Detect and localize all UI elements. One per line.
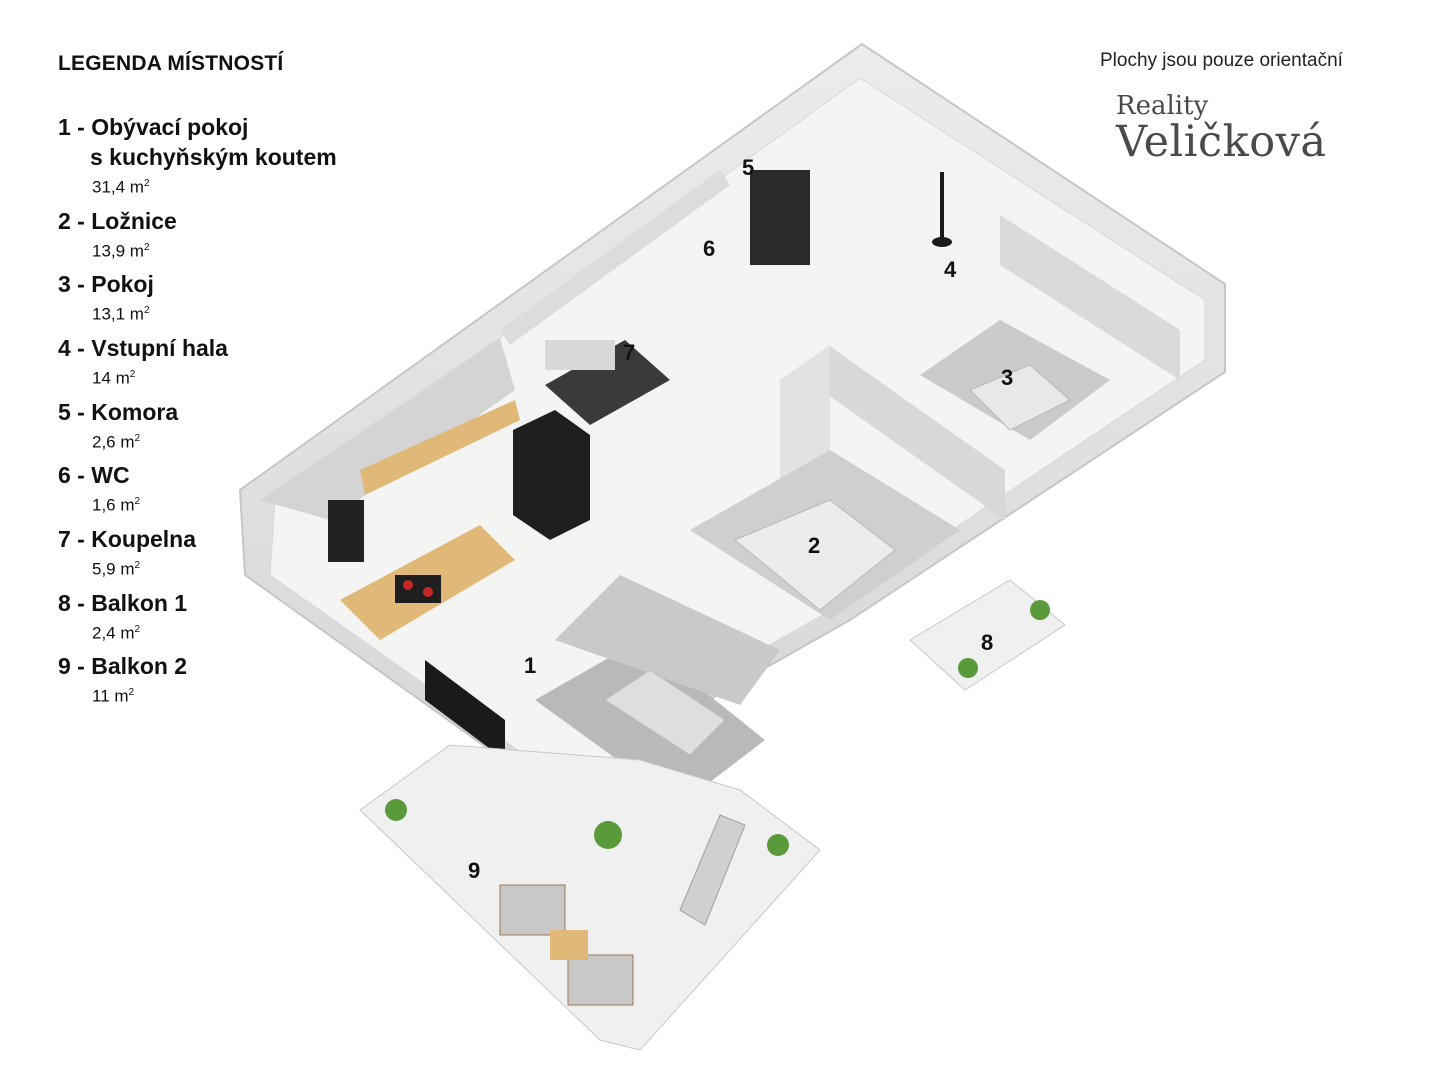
balcony-armchair xyxy=(567,954,634,1006)
room-number-8: 8 xyxy=(981,630,993,655)
legend-item-label: 2 - Ložnice xyxy=(58,207,177,234)
kitchen-upper-cabinets xyxy=(260,338,515,520)
legend-item-label: 9 - Balkon 2 xyxy=(58,653,188,680)
kitchen-counter xyxy=(360,400,520,495)
legend-item-7: 7 - Koupelna 5,9 m2 xyxy=(58,524,388,582)
plant-icon xyxy=(767,834,789,856)
legend-item-area: 31,4 m2 xyxy=(92,177,150,197)
coffee-table xyxy=(604,669,726,756)
legend-item-area: 1,6 m2 xyxy=(92,495,141,515)
oven xyxy=(328,500,364,562)
lounge-chair xyxy=(679,814,746,926)
legend-item-3: 3 - Pokoj 13,1 m2 xyxy=(58,269,388,327)
legend-item-area: 2,6 m2 xyxy=(92,432,141,452)
coat-rack-base xyxy=(932,237,952,247)
refrigerator xyxy=(513,410,590,540)
legend-item-label: 5 - Komora xyxy=(58,398,179,425)
legend-item-area: 2,4 m2 xyxy=(92,623,141,643)
legend-item-area: 14 m2 xyxy=(92,368,136,388)
inner-wall-kitchen-bath xyxy=(500,170,730,345)
legend-item-label: 4 - Vstupní hala xyxy=(58,334,228,361)
legend-item-label: 6 - WC xyxy=(58,462,130,489)
tv-screen xyxy=(425,660,505,760)
legend-item-label: 7 - Koupelna xyxy=(58,525,197,552)
legend-item-1: 1 - Obývací pokoj s kuchyňským koutem 31… xyxy=(58,112,388,200)
brand-logo: Reality Veličková xyxy=(1116,92,1327,164)
disclaimer-text: Plochy jsou pouze orientační xyxy=(1100,50,1343,71)
room-number-5: 5 xyxy=(742,155,754,180)
kitchen-cooktop xyxy=(395,575,441,603)
balcony-1-floor xyxy=(909,579,1066,691)
room-number-2: 2 xyxy=(808,533,820,558)
bathroom-floor xyxy=(545,340,670,425)
legend-item-9: 9 - Balkon 2 11 m2 xyxy=(58,651,388,709)
balcony-2-floor xyxy=(359,744,821,1051)
legend-item-label: 1 - Obývací pokoj xyxy=(58,114,249,140)
brand-logo-main: Veličková xyxy=(1116,117,1327,167)
plant-icon xyxy=(1030,600,1050,620)
cooktop-burner xyxy=(403,580,413,590)
plant-icon xyxy=(385,799,407,821)
room3-bed xyxy=(969,364,1071,431)
legend-item-area: 13,9 m2 xyxy=(92,241,150,261)
balcony-armchair xyxy=(499,884,566,936)
room-legend: LEGENDA MÍSTNOSTÍ 1 - Obývací pokoj s ku… xyxy=(58,52,388,715)
plant-icon xyxy=(594,821,622,849)
room-number-6: 6 xyxy=(703,236,715,261)
bathroom-sink-counter xyxy=(545,340,615,370)
inner-wall-bedroom xyxy=(828,345,1005,520)
legend-title: LEGENDA MÍSTNOSTÍ xyxy=(58,52,284,75)
legend-item-8: 8 - Balkon 1 2,4 m2 xyxy=(58,588,388,646)
legend-item-area: 5,9 m2 xyxy=(92,559,141,579)
inner-wall-room3 xyxy=(1000,215,1180,380)
legend-item-4: 4 - Vstupní hala 14 m2 xyxy=(58,333,388,391)
legend-item-label: 8 - Balkon 1 xyxy=(58,589,188,616)
brand-logo-top: Reality xyxy=(1116,91,1209,121)
legend-item-5: 5 - Komora 2,6 m2 xyxy=(58,397,388,455)
cooktop-burner xyxy=(423,587,433,597)
legend-item-area: 13,1 m2 xyxy=(92,304,150,324)
legend-item-label: 3 - Pokoj xyxy=(58,271,154,298)
legend-item-label-line2: s kuchyňským koutem xyxy=(90,144,337,170)
legend-item-6: 6 - WC 1,6 m2 xyxy=(58,460,388,518)
storage-shelves xyxy=(750,170,810,265)
balcony-side-table xyxy=(550,930,588,960)
room-number-9: 9 xyxy=(468,858,480,883)
room-number-4: 4 xyxy=(944,257,957,282)
room-number-7: 7 xyxy=(623,340,635,365)
sofa xyxy=(555,575,780,705)
bed xyxy=(734,499,896,611)
room-number-1: 1 xyxy=(524,653,536,678)
room-number-3: 3 xyxy=(1001,365,1013,390)
legend-item-2: 2 - Ložnice 13,9 m2 xyxy=(58,206,388,264)
legend-item-area: 11 m2 xyxy=(92,686,135,706)
plant-icon xyxy=(958,658,978,678)
